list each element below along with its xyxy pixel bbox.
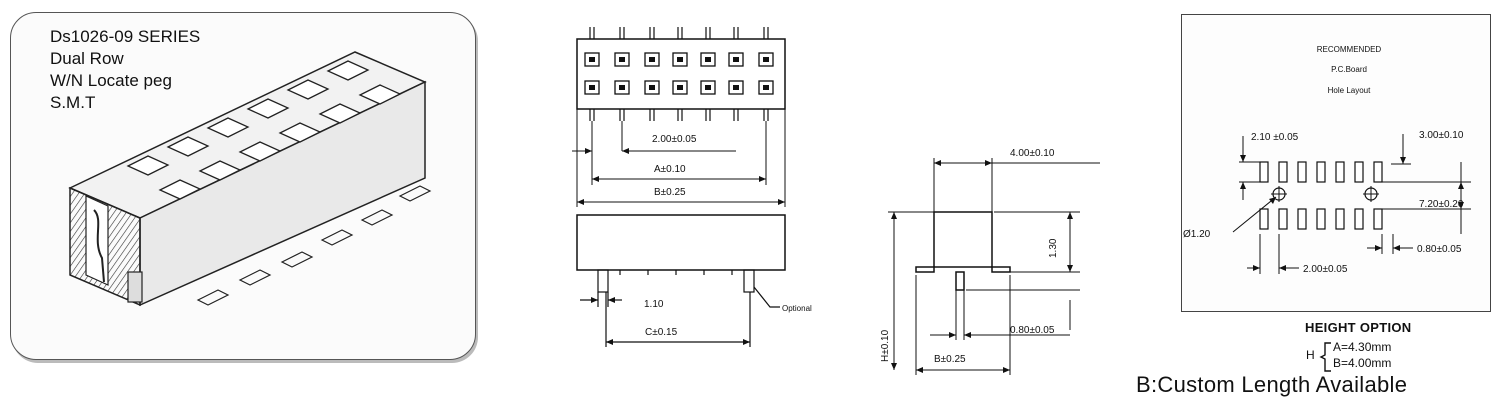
pad-length-label: 3.00±0.10 (1419, 130, 1464, 141)
dim-a-label: A±0.10 (654, 164, 686, 175)
height-h-symbol: H (1306, 348, 1315, 362)
height-option-title: HEIGHT OPTION (1305, 320, 1412, 335)
series-description: Ds1026-09 SERIES Dual Row W/N Locate peg… (50, 26, 200, 114)
foot-span-label: B±0.25 (934, 354, 966, 365)
pcb-title-line3: Hole Layout (1328, 86, 1371, 95)
pcb-pitch-label: 2.00±0.05 (1303, 264, 1348, 275)
custom-length-note: B:Custom Length Available (1136, 372, 1408, 397)
optional-label: Optional (782, 304, 812, 313)
height-option-a: A=4.30mm (1333, 340, 1392, 354)
peg-width-label: 1.10 (644, 299, 664, 310)
row-type: Dual Row (50, 49, 124, 68)
dim-b-label: B±0.25 (654, 187, 686, 198)
front-view-drawing: 2.00±0.05 A±0.10 B±0.25 1.10 C±0.15 Opti… (572, 27, 812, 347)
pcb-layout-drawing: RECOMMENDED P.C.Board Hole Layout 2.10 ± (1183, 45, 1471, 275)
body-height-label: 1.30 (1048, 238, 1059, 258)
connector-3d-render (68, 51, 432, 307)
side-view-drawing: 4.00±0.10 1.30 H±0.10 0.80±0.05 B±0.25 (880, 148, 1100, 375)
row-span-label: 7.20±0.20 (1419, 199, 1464, 210)
feature-label: W/N Locate peg (50, 71, 172, 90)
mount-type: S.M.T (50, 93, 96, 112)
pcb-title-line1: RECOMMENDED (1317, 45, 1382, 54)
top-width-label: 4.00±0.10 (1010, 148, 1055, 159)
dim-c-label: C±0.15 (645, 327, 678, 338)
lead-thickness-label: 0.80±0.05 (1010, 325, 1055, 336)
pad-gap-label: 0.80±0.05 (1417, 244, 1462, 255)
hole-dia-label: Ø1.20 (1183, 229, 1211, 240)
total-height-label: H±0.10 (880, 329, 891, 362)
height-option-b: B=4.00mm (1333, 356, 1392, 370)
pitch-label: 2.00±0.05 (652, 134, 697, 145)
pad-width-label: 2.10 ±0.05 (1251, 132, 1299, 143)
height-brace (1319, 342, 1331, 372)
pcb-title-line2: P.C.Board (1331, 65, 1367, 74)
series-name: Ds1026-09 SERIES (50, 27, 201, 46)
